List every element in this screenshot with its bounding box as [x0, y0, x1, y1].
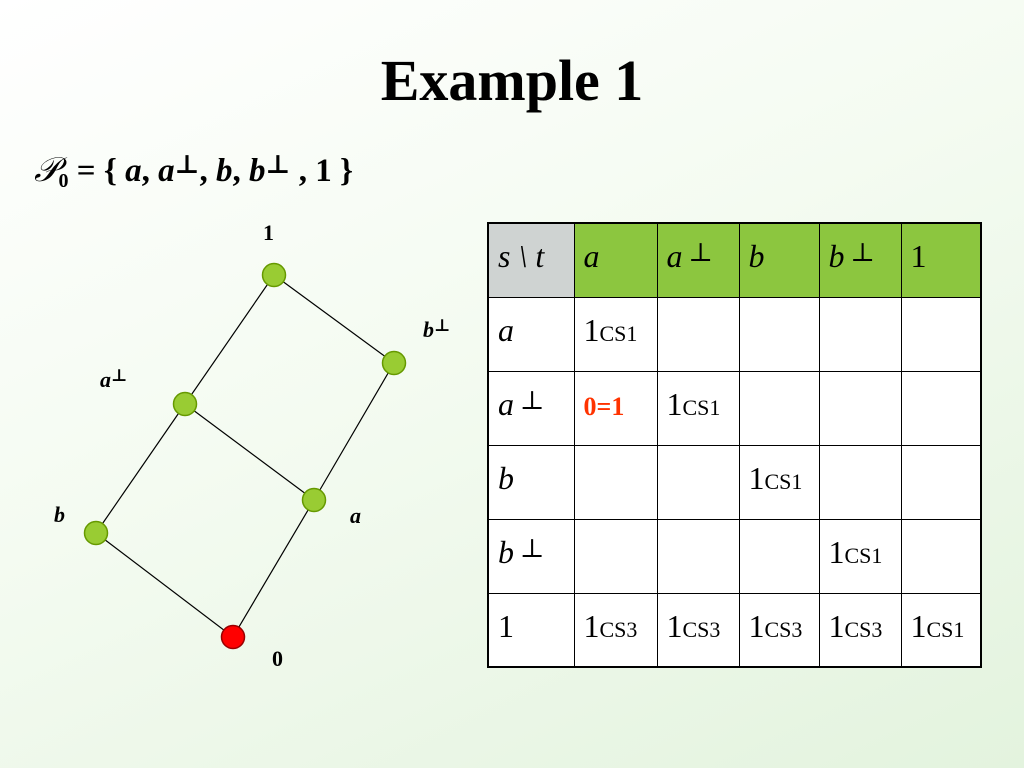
set-element-a: a: [125, 153, 142, 189]
set-element-a-perp: a: [158, 153, 175, 189]
node-b: [83, 520, 109, 546]
table-row: a⊥ 0=1 1CS1: [487, 370, 982, 446]
table-cell: [818, 296, 902, 372]
row-label: 1: [487, 592, 575, 668]
header-cell: 1: [900, 222, 982, 298]
subscript-zero: 0: [58, 170, 69, 192]
label-zero: 0: [272, 646, 283, 671]
set-element-one: 1: [315, 153, 332, 189]
node-zero: [220, 624, 246, 650]
row-label: a: [487, 296, 575, 372]
edge-aperp-a: [184, 403, 315, 501]
label-one: 1: [263, 220, 274, 245]
label-b-perp: b⊥: [423, 316, 451, 342]
table-row: b⊥ 1CS1: [487, 518, 982, 594]
table-cell: [573, 518, 658, 594]
table-cell: [738, 370, 820, 446]
row-label: a⊥: [487, 370, 575, 446]
table-row: b 1CS1: [487, 444, 982, 520]
header-cell: a⊥: [656, 222, 740, 298]
edge-bperp-a: [313, 362, 395, 501]
hasse-edges: [95, 274, 395, 638]
table-row: a 1CS1: [487, 296, 982, 372]
set-element-b-perp: b: [249, 153, 266, 189]
label-a: a: [350, 503, 361, 528]
table-cell: [738, 518, 820, 594]
perp-symbol: ⊥: [265, 150, 291, 179]
table-cell: [818, 444, 902, 520]
table-cell: 1CS1: [573, 296, 658, 372]
table-cell: [656, 444, 740, 520]
table-header-row: s \ t a a⊥ b b⊥ 1: [487, 222, 982, 298]
perp-symbol: ⊥: [174, 150, 200, 179]
edge-a-0: [232, 499, 315, 638]
node-a: [301, 487, 327, 513]
table-cell: [738, 296, 820, 372]
table-cell: [900, 296, 982, 372]
orthogonality-table: s \ t a a⊥ b b⊥ 1 a 1CS1 a⊥ 0=1 1CS1 b: [487, 222, 982, 668]
header-cell: b⊥: [818, 222, 902, 298]
node-b-perp: [381, 350, 407, 376]
label-b: b: [54, 502, 65, 527]
header-cell: b: [738, 222, 820, 298]
table-cell: [900, 370, 982, 446]
node-one: [261, 262, 287, 288]
table-cell: 1CS1: [738, 444, 820, 520]
edge-1-bperp: [273, 274, 395, 364]
table-body: a 1CS1 a⊥ 0=1 1CS1 b 1CS1 b⊥: [487, 296, 982, 668]
table-cell: [818, 370, 902, 446]
table-cell: [656, 296, 740, 372]
table-cell-contradiction: 0=1: [573, 370, 658, 446]
row-label: b⊥: [487, 518, 575, 594]
set-close: }: [331, 153, 354, 189]
edge-aperp-b: [95, 403, 186, 534]
table-row: 1 1CS3 1CS3 1CS3 1CS3 1CS1: [487, 592, 982, 668]
table-cell: [573, 444, 658, 520]
table-cell: 1CS1: [818, 518, 902, 594]
table-cell: [900, 444, 982, 520]
table-cell: 1CS1: [900, 592, 982, 668]
table-cell: 1CS3: [738, 592, 820, 668]
label-a-perp: a⊥: [100, 366, 128, 392]
table-cell: 1CS3: [573, 592, 658, 668]
row-label: b: [487, 444, 575, 520]
header-cell: a: [573, 222, 658, 298]
table-cell: [656, 518, 740, 594]
set-element-b: b: [216, 153, 233, 189]
edge-1-aperp: [184, 274, 275, 405]
node-a-perp: [172, 391, 198, 417]
script-p-symbol: 𝒫: [34, 152, 59, 189]
table-corner: s \ t: [487, 222, 575, 298]
orthoposet-definition: 𝒫0 = { a, a⊥, b, b⊥ , 1 }: [34, 150, 354, 192]
table-cell: [900, 518, 982, 594]
table-cell: 1CS3: [818, 592, 902, 668]
set-open: = {: [68, 153, 126, 189]
table-cell: 1CS1: [656, 370, 740, 446]
table-cell: 1CS3: [656, 592, 740, 668]
edge-b-0: [95, 532, 234, 638]
slide-title: Example 1: [380, 48, 644, 113]
